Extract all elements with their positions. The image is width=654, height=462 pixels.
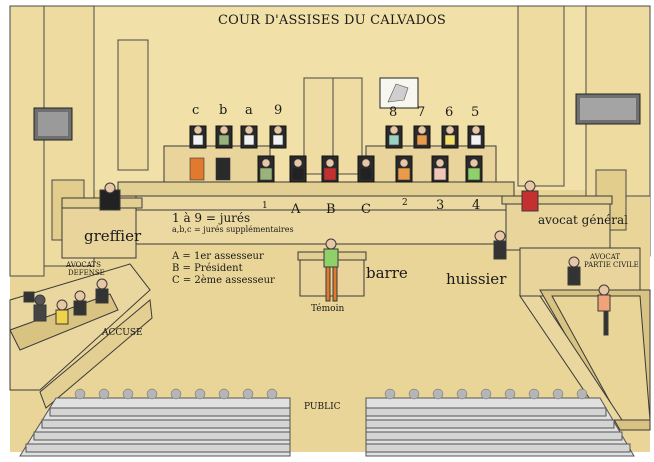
label-avocat-partie-civile-1: AVOCAT bbox=[590, 253, 621, 261]
label-public: PUBLIC bbox=[304, 402, 341, 412]
label-huissier: huissier bbox=[446, 270, 507, 288]
defense-box bbox=[9, 263, 153, 409]
seat-label-1: 1 bbox=[262, 201, 268, 211]
label-barre: barre bbox=[366, 264, 408, 282]
seat-label-c: c bbox=[192, 103, 200, 118]
seat-label-4: 4 bbox=[472, 198, 481, 213]
seat-label-9: 9 bbox=[274, 103, 283, 118]
label-avocat-partie-civile-2: PARTIE CIVILE bbox=[584, 261, 639, 269]
back-row-people bbox=[189, 125, 482, 181]
label-greffier: greffier bbox=[84, 227, 142, 245]
label-accuse: ACCUSE bbox=[102, 328, 143, 338]
witness-stand bbox=[297, 238, 367, 302]
label-avocat-general: avocat général bbox=[538, 213, 629, 227]
front-row-people bbox=[259, 158, 481, 181]
seat-label-b: b bbox=[219, 103, 228, 118]
seat-label-6: 6 bbox=[445, 105, 454, 120]
greffier-desk bbox=[61, 182, 143, 259]
seat-label-7: 7 bbox=[417, 105, 426, 120]
seat-label-a: a bbox=[245, 103, 253, 118]
seat-label-A: A bbox=[291, 202, 301, 217]
label-avocats-defense-1: AVOCATS bbox=[66, 261, 101, 269]
civil-party-box bbox=[493, 230, 651, 431]
seat-label-5: 5 bbox=[471, 105, 480, 120]
seat-label-2: 2 bbox=[402, 198, 408, 208]
page-title: COUR D'ASSISES DU CALVADOS bbox=[218, 13, 447, 28]
legend-jurors: 1 à 9 = jurés bbox=[172, 211, 251, 225]
legend-assessor2: C = 2ème assesseur bbox=[172, 275, 275, 286]
legend-president: B = Président bbox=[172, 263, 243, 274]
seat-label-3: 3 bbox=[436, 198, 445, 213]
label-temoin: Témoin bbox=[311, 304, 345, 314]
prosecutor-desk bbox=[501, 180, 613, 251]
legend-substitutes: a,b,c = jurés supplémentaires bbox=[172, 225, 294, 234]
public-benches bbox=[19, 388, 635, 457]
legend-assessor1: A = 1er assesseur bbox=[172, 251, 264, 262]
wall-paintings bbox=[33, 77, 641, 141]
seat-label-B: B bbox=[326, 202, 336, 217]
seat-label-8: 8 bbox=[389, 105, 398, 120]
label-avocats-defense-2: DEFENSE bbox=[68, 269, 105, 277]
seat-label-C: C bbox=[361, 202, 371, 217]
